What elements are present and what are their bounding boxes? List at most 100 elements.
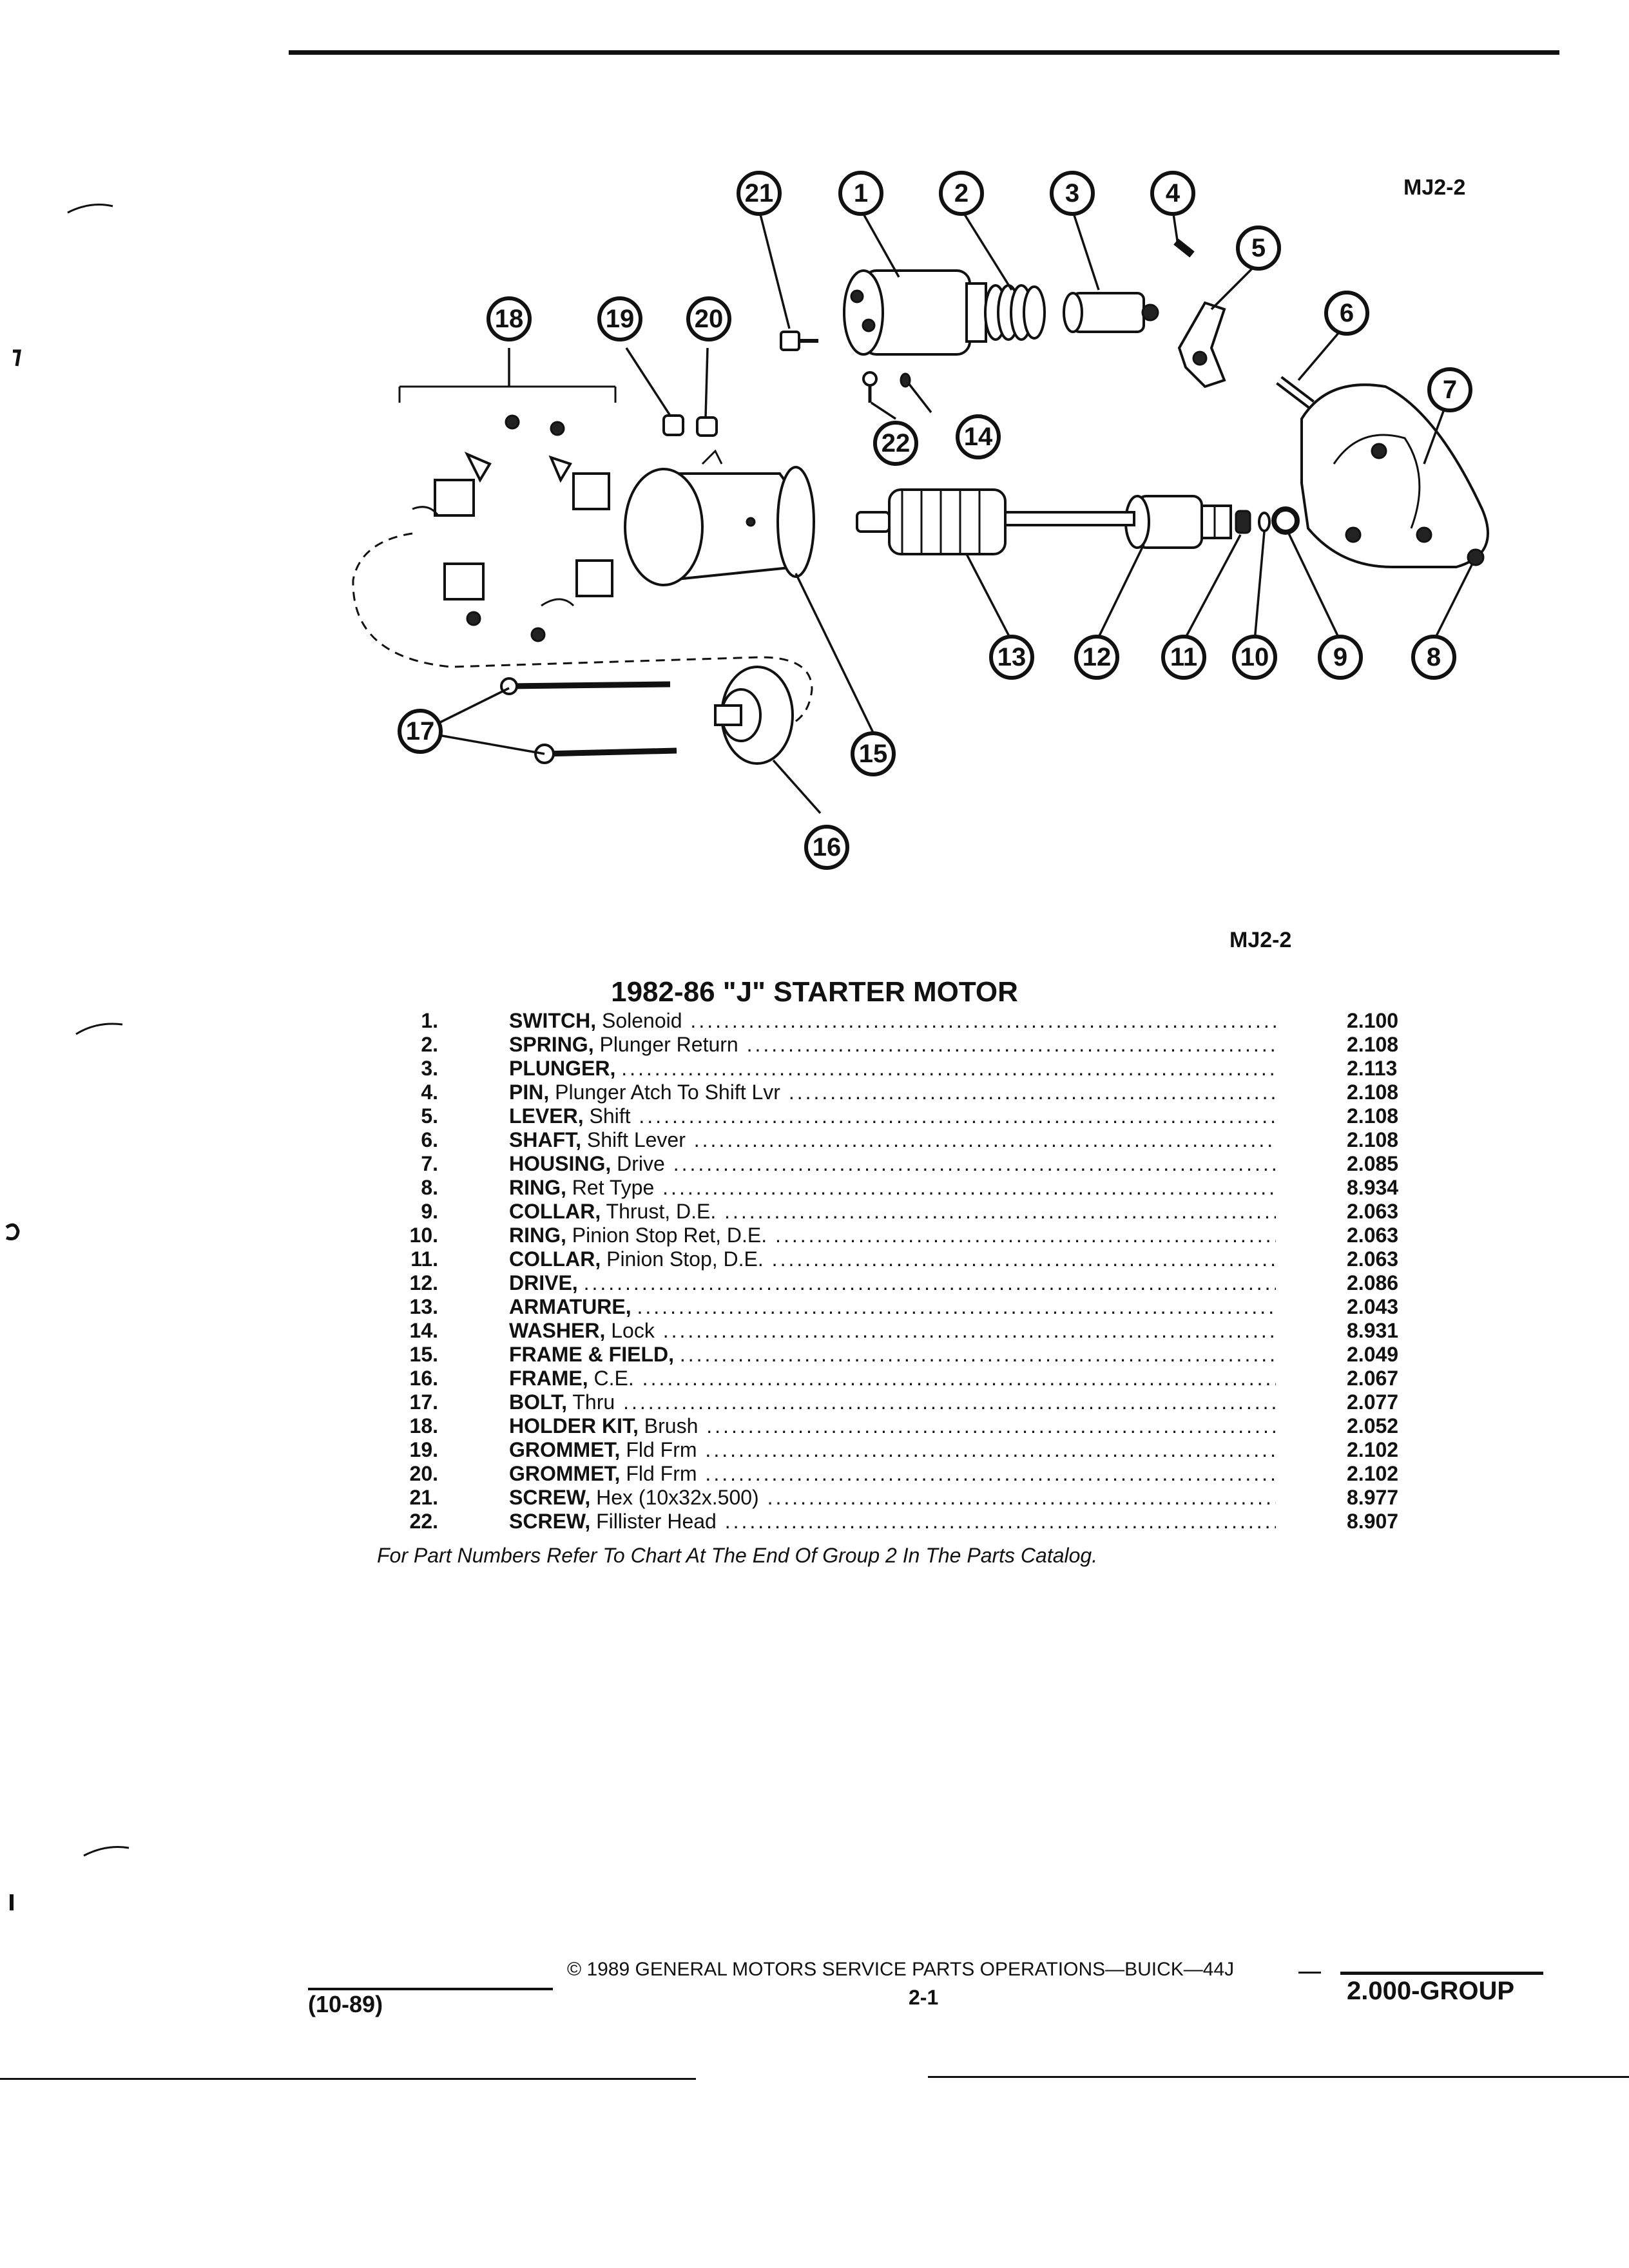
part-row: 7.HOUSING, Drive .......................… [0, 1152, 1629, 1176]
part-name: SHAFT, [509, 1128, 581, 1151]
leader-lines [434, 209, 1474, 814]
part-group-number: 2.102 [1347, 1438, 1399, 1461]
fillister-screw-part [862, 371, 878, 403]
part-number: 20. [409, 1462, 438, 1485]
part-number: 12. [409, 1271, 438, 1294]
svg-text:13: 13 [998, 643, 1027, 671]
part-row: 20.GROMMET, Fld Frm ....................… [0, 1462, 1629, 1486]
svg-text:4: 4 [1166, 179, 1181, 207]
part-number: 15. [409, 1343, 438, 1366]
part-name: SPRING, [509, 1033, 594, 1056]
retaining-ring-part [1467, 548, 1485, 566]
part-number: 19. [409, 1438, 438, 1461]
drive-housing-part [1300, 383, 1489, 568]
part-row: 14. WASHER, Lock ........................… [0, 1319, 1629, 1343]
part-description: SHAFT, Shift Lever .....................… [509, 1128, 1276, 1152]
part-detail: Ret Type [572, 1176, 655, 1199]
part-name: PLUNGER, [509, 1057, 616, 1080]
part-description: HOLDER KIT, Brush ......................… [509, 1414, 1276, 1438]
part-description: HOUSING, Drive .........................… [509, 1152, 1276, 1176]
part-row: 22.SCREW, Fillister Head ...............… [0, 1510, 1629, 1533]
parts-list: 1. SWITCH, Solenoid .....................… [0, 1009, 1629, 1537]
leader-dots: ........................................… [775, 1224, 1276, 1247]
part-detail: C.E. [593, 1367, 634, 1390]
part-name: WASHER, [509, 1319, 606, 1342]
figure-code-top: MJ2-2 [1403, 175, 1466, 200]
part-row: 17.BOLT, Thru ..........................… [0, 1390, 1629, 1414]
part-group-number: 8.977 [1347, 1486, 1399, 1509]
callout-22: 22 [873, 421, 918, 466]
svg-text:14: 14 [964, 423, 993, 451]
leader-dots: ........................................… [771, 1247, 1276, 1271]
part-group-number: 8.931 [1347, 1319, 1399, 1342]
leader-dots: ........................................… [662, 1319, 1276, 1342]
svg-text:17: 17 [406, 717, 435, 745]
svg-text:20: 20 [695, 305, 724, 333]
svg-text:21: 21 [745, 179, 774, 207]
thrust-collar-part [1271, 506, 1300, 535]
part-detail: Plunger Atch To Shift Lvr [555, 1081, 780, 1104]
callout-12: 12 [1074, 635, 1119, 680]
part-description: RING, Pinion Stop Ret, D.E. ............… [509, 1224, 1276, 1247]
part-group-number: 2.063 [1347, 1224, 1399, 1247]
part-detail: Pinion Stop Ret, D.E. [572, 1224, 767, 1247]
part-description: SWITCH, Solenoid .......................… [509, 1009, 1276, 1033]
grommet-19-part [662, 414, 684, 436]
svg-text:15: 15 [859, 740, 888, 768]
leader-dots: ........................................… [690, 1009, 1276, 1032]
part-row: 2.SPRING, Plunger Return ...............… [0, 1033, 1629, 1057]
callout-13: 13 [989, 635, 1034, 680]
part-group-number: 2.067 [1347, 1367, 1399, 1390]
callout-6: 6 [1324, 291, 1369, 336]
leader-dots: ........................................… [767, 1486, 1276, 1509]
part-name: HOUSING, [509, 1152, 612, 1175]
part-row: 15.FRAME & FIELD, ......................… [0, 1343, 1629, 1367]
part-detail: Lock [611, 1319, 655, 1342]
part-row: 9.COLLAR, Thrust, D.E. .................… [0, 1200, 1629, 1224]
part-number: 14. [409, 1319, 438, 1342]
leader-dots: ........................................… [706, 1414, 1276, 1437]
svg-text:22: 22 [882, 429, 911, 457]
part-name: PIN, [509, 1081, 550, 1104]
callout-9: 9 [1318, 635, 1363, 680]
footer-rule-left [308, 1988, 553, 1990]
part-group-number: 2.100 [1347, 1009, 1399, 1032]
part-group-number: 2.052 [1347, 1414, 1399, 1437]
part-number: 10. [409, 1224, 438, 1247]
frame-ce-part [714, 666, 794, 765]
part-group-number: 2.086 [1347, 1271, 1399, 1294]
callout-19: 19 [597, 296, 642, 341]
part-number: 22. [409, 1510, 438, 1533]
shift-lever-part [1177, 301, 1226, 389]
leader-dots: ........................................… [673, 1152, 1276, 1175]
svg-text:2: 2 [954, 179, 969, 207]
part-row: 12.DRIVE, ..............................… [0, 1271, 1629, 1295]
pinion-stop-ring-part [1258, 512, 1271, 532]
part-description: COLLAR, Thrust, D.E. ...................… [509, 1200, 1276, 1224]
plunger-spring-part [984, 284, 1046, 341]
part-group-number: 2.113 [1347, 1057, 1398, 1080]
part-detail: Thru [572, 1390, 615, 1414]
part-group-number: 2.043 [1347, 1295, 1399, 1318]
callout-17: 17 [398, 709, 443, 754]
part-detail: Pinion Stop, D.E. [606, 1247, 764, 1271]
part-name: LEVER, [509, 1104, 584, 1128]
callout-21: 21 [737, 171, 782, 216]
svg-text:6: 6 [1340, 299, 1354, 327]
part-detail: Brush [644, 1414, 699, 1437]
part-name: FRAME & FIELD, [509, 1343, 674, 1366]
part-number: 1. [421, 1009, 438, 1032]
part-description: ARMATURE, ..............................… [509, 1295, 1276, 1319]
footer-rule-right [1340, 1972, 1543, 1975]
part-description: RING, Ret Type .........................… [509, 1176, 1276, 1200]
parts-footnote: For Part Numbers Refer To Chart At The E… [377, 1544, 1098, 1567]
footer-copyright: © 1989 GENERAL MOTORS SERVICE PARTS OPER… [567, 1959, 1235, 1980]
part-row: 19.GROMMET, Fld Frm ....................… [0, 1438, 1629, 1462]
margin-marks [5, 204, 130, 1910]
part-group-number: 2.108 [1347, 1104, 1399, 1128]
part-number: 3. [421, 1057, 438, 1080]
part-number: 6. [421, 1128, 438, 1151]
part-row: 6. SHAFT, Shift Lever ...................… [0, 1128, 1629, 1152]
svg-text:7: 7 [1443, 376, 1457, 404]
part-row: 18.HOLDER KIT, Brush ...................… [0, 1414, 1629, 1438]
